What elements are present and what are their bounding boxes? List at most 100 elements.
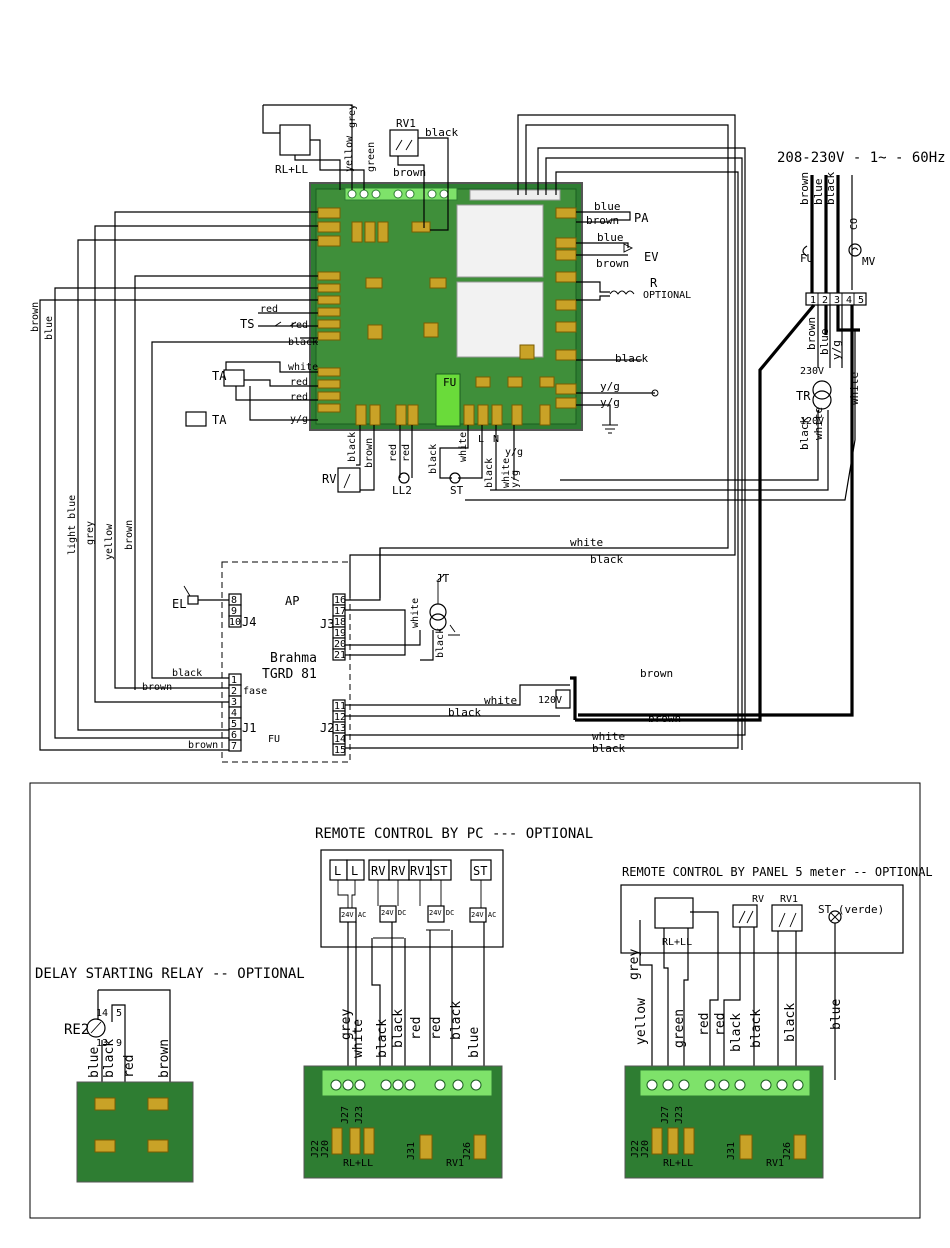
right-components: blue brown PA blue brown EV R OPTIONAL b… xyxy=(576,200,691,434)
svg-text:11: 11 xyxy=(334,701,346,712)
svg-text:grey: grey xyxy=(627,949,642,980)
fu-pcb-label: FU xyxy=(443,376,456,389)
svg-text:brown: brown xyxy=(805,317,818,350)
svg-text:y/g: y/g xyxy=(510,470,521,488)
svg-text:J27: J27 xyxy=(340,1106,351,1124)
svg-text:9: 9 xyxy=(231,606,237,617)
remote-pc-title: REMOTE CONTROL BY PC --- OPTIONAL xyxy=(315,826,593,842)
svg-text:black: black xyxy=(615,352,648,365)
svg-text:8: 8 xyxy=(231,595,237,606)
svg-text:J4: J4 xyxy=(242,615,256,629)
r-optional: OPTIONAL xyxy=(643,290,691,301)
svg-text:J31: J31 xyxy=(406,1142,417,1160)
remote-panel: REMOTE CONTROL BY PANEL 5 meter -- OPTIO… xyxy=(620,865,933,1179)
svg-text:brown: brown xyxy=(393,166,426,179)
svg-text:J3: J3 xyxy=(320,617,334,631)
svg-text:blue: blue xyxy=(597,231,624,244)
svg-text:4: 4 xyxy=(231,708,237,719)
svg-text:J23: J23 xyxy=(674,1106,685,1124)
remote-panel-title: REMOTE CONTROL BY PANEL 5 meter -- OPTIO… xyxy=(622,865,933,879)
svg-text:ST (verde): ST (verde) xyxy=(818,903,884,916)
svg-text:brown: brown xyxy=(157,1039,172,1078)
tr-label: TR xyxy=(796,389,811,403)
ev-label: EV xyxy=(644,250,658,264)
supply-blue: blue xyxy=(812,179,825,206)
pcb-bottom-components: RV black brown LL2 red red ST black whit… xyxy=(322,425,523,497)
svg-text:y/g: y/g xyxy=(505,447,523,458)
svg-text:brown: brown xyxy=(142,682,172,693)
svg-text:RV: RV xyxy=(391,864,405,878)
svg-text:blue: blue xyxy=(87,1047,102,1078)
svg-text:5: 5 xyxy=(858,295,864,306)
svg-text:5: 5 xyxy=(231,719,237,730)
svg-text:black: black xyxy=(102,1039,117,1078)
svg-text:10: 10 xyxy=(229,617,241,628)
svg-text:red: red xyxy=(290,320,308,331)
svg-text:blue: blue xyxy=(44,316,55,340)
controller-box: AP Brahma TGRD 81 FU 8 9 10 J4 EL 1 2 fa… xyxy=(142,548,681,763)
svg-text:20: 20 xyxy=(334,639,346,650)
el-label: EL xyxy=(172,597,186,611)
svg-text:y/g: y/g xyxy=(290,414,308,425)
svg-text:black: black xyxy=(375,1019,390,1058)
svg-text:1: 1 xyxy=(231,675,237,686)
svg-text:red: red xyxy=(429,1017,444,1040)
svg-text:black: black xyxy=(590,553,623,566)
svg-text:ST: ST xyxy=(473,864,487,878)
svg-text:red: red xyxy=(409,1017,424,1040)
svg-text:white: white xyxy=(484,694,517,707)
rv1-label: RV1 xyxy=(396,117,416,130)
svg-text:ST: ST xyxy=(433,864,447,878)
svg-text:13: 13 xyxy=(334,723,346,734)
co-label: CO xyxy=(849,218,860,230)
svg-text:black: black xyxy=(391,1009,406,1048)
supply-black: black xyxy=(824,172,837,205)
supply-brown: brown xyxy=(798,172,811,205)
ta-label: TA xyxy=(212,369,227,383)
st-label: ST xyxy=(450,484,464,497)
ta-sensor: TA white red red y/g TA xyxy=(185,361,318,427)
svg-text:9: 9 xyxy=(116,1038,122,1049)
supply-label: 208-230V - 1~ - 60Hz xyxy=(777,150,946,166)
relay-top xyxy=(456,204,544,278)
svg-text:brown: brown xyxy=(596,257,629,270)
controller-name: Brahma xyxy=(270,651,317,666)
svg-text:red: red xyxy=(290,392,308,403)
svg-text:3: 3 xyxy=(834,295,840,306)
svg-text:12: 12 xyxy=(334,712,346,723)
rv1-switch: RV1 black brown xyxy=(389,117,458,231)
svg-text:black: black xyxy=(347,432,358,462)
svg-text:24V DC: 24V DC xyxy=(381,909,406,917)
svg-text:green: green xyxy=(672,1009,687,1048)
svg-text:L: L xyxy=(351,864,358,878)
svg-text:brown: brown xyxy=(640,667,673,680)
svg-text:J1: J1 xyxy=(242,721,256,735)
svg-text:yellow: yellow xyxy=(634,998,649,1045)
svg-text:white: white xyxy=(501,458,512,488)
svg-text:RV1: RV1 xyxy=(446,1158,464,1169)
svg-text:black: black xyxy=(592,742,625,755)
svg-text:3: 3 xyxy=(231,697,237,708)
svg-text:RV: RV xyxy=(371,864,385,878)
svg-text:black: black xyxy=(749,1009,764,1048)
svg-text:white: white xyxy=(812,407,825,440)
svg-text:white: white xyxy=(351,1019,366,1058)
svg-text:white: white xyxy=(288,362,318,373)
delay-relay: DELAY STARTING RELAY -- OPTIONAL RE2 14 … xyxy=(35,966,305,1183)
svg-text:J20: J20 xyxy=(640,1140,651,1158)
svg-text:24V DC: 24V DC xyxy=(429,909,454,917)
svg-text:black: black xyxy=(449,1001,464,1040)
svg-text:y/g: y/g xyxy=(600,396,620,409)
svg-text:black: black xyxy=(425,126,458,139)
ts-label: TS xyxy=(240,317,254,331)
svg-text:17: 17 xyxy=(334,606,346,617)
svg-text:16: 16 xyxy=(334,595,346,606)
remote-pc: REMOTE CONTROL BY PC --- OPTIONAL L L RV… xyxy=(303,826,593,1179)
svg-text:brown: brown xyxy=(30,302,41,332)
svg-text:brown: brown xyxy=(188,740,218,751)
svg-text:white: white xyxy=(458,432,469,462)
left-wires: brown blue light blue grey yellow brown xyxy=(30,211,318,751)
svg-text:red: red xyxy=(260,304,278,315)
svg-text:5: 5 xyxy=(116,1008,122,1019)
